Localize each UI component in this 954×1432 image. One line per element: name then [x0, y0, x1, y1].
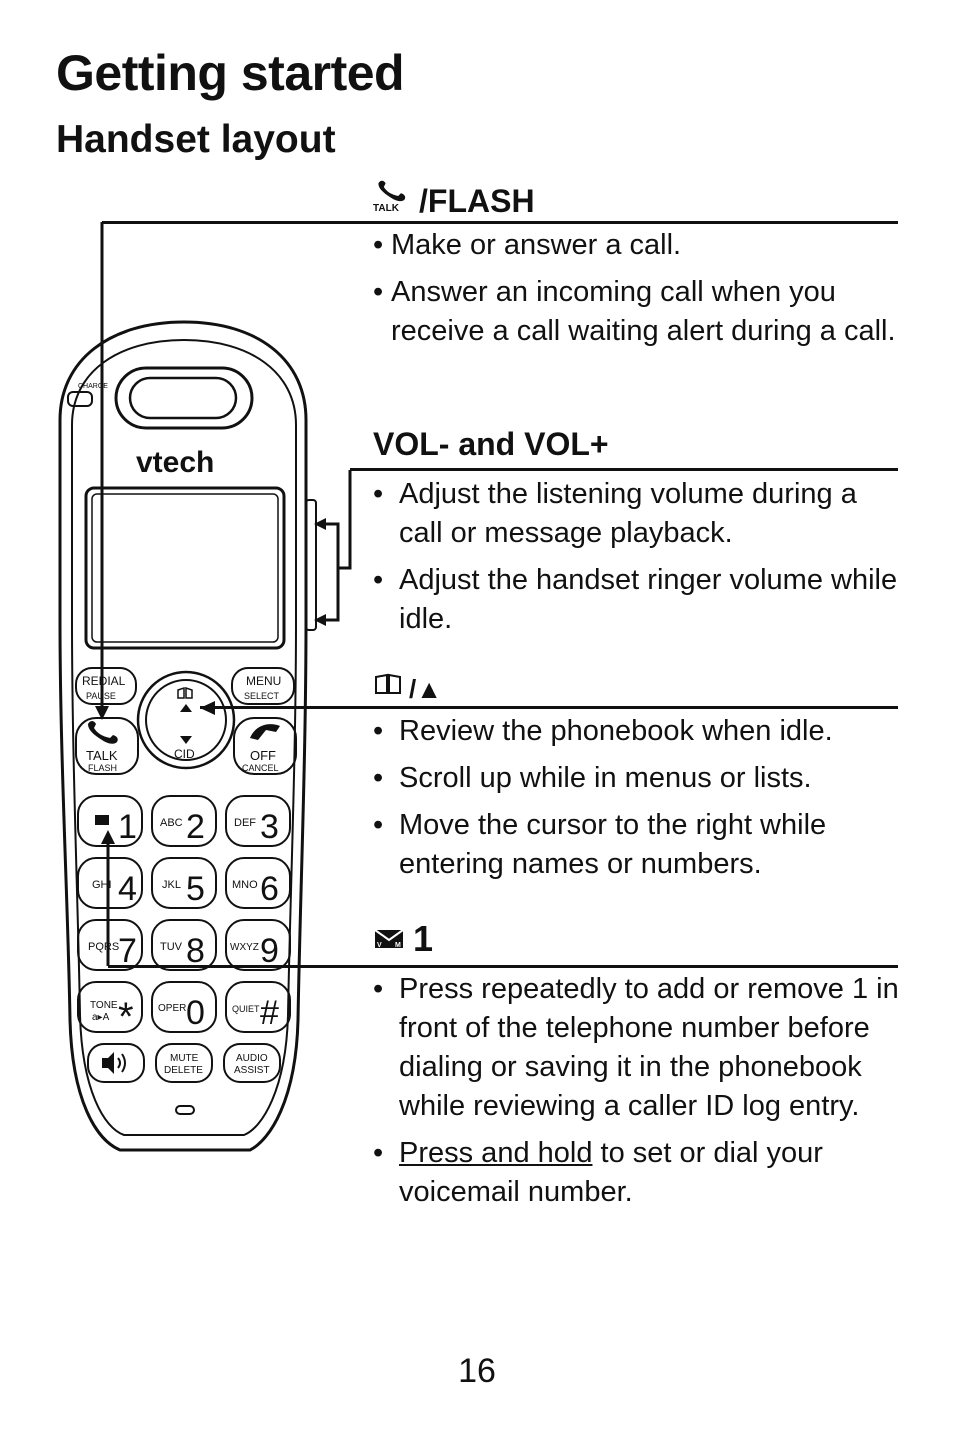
key-8: 8 — [186, 932, 205, 970]
key-3: 3 — [260, 808, 279, 846]
list-item: Adjust the listening volume during a cal… — [373, 475, 903, 553]
key-7: 7 — [118, 932, 137, 970]
assist-label: ASSIST — [234, 1065, 270, 1076]
talk-label: TALK — [86, 748, 118, 763]
key-2: 2 — [186, 808, 205, 846]
key-hash: # — [260, 994, 279, 1032]
list-item: Press repeatedly to add or remove 1 in f… — [373, 970, 903, 1126]
key-6: 6 — [260, 870, 279, 908]
delete-label: DELETE — [164, 1065, 203, 1076]
vol-bullets: Adjust the listening volume during a cal… — [373, 475, 903, 647]
bullet-rest-text: to set or dial your voicemail number. — [399, 1137, 823, 1208]
key-5: 5 — [186, 870, 205, 908]
tone-case-label: a▸A — [92, 1012, 110, 1023]
book-rule — [200, 706, 898, 709]
talk-flash-title: TALK /FLASH — [373, 178, 535, 220]
list-item: Press and hold to set or dial your voice… — [373, 1134, 903, 1212]
voicemail-title: V M 1 — [373, 918, 433, 960]
key-9-letters: WXYZ — [230, 942, 259, 953]
svg-text:M: M — [395, 942, 401, 949]
svg-text:V: V — [377, 942, 382, 949]
talk-phone-icon: TALK — [373, 178, 413, 220]
tone-label: TONE — [90, 1000, 118, 1011]
list-item: Scroll up while in menus or lists. — [373, 759, 903, 798]
list-item: Review the phonebook when idle. — [373, 712, 903, 751]
key-3-letters: DEF — [234, 817, 256, 829]
list-item: Answer an incoming call when you receive… — [373, 273, 903, 351]
cid-label: CID — [174, 747, 195, 761]
charge-label: CHARGE — [78, 383, 108, 390]
voicemail-bullets: Press repeatedly to add or remove 1 in f… — [373, 970, 903, 1220]
key-0: 0 — [186, 994, 205, 1032]
talk-rule — [102, 221, 898, 224]
key-8-letters: TUV — [160, 941, 183, 953]
voicemail-title-text: 1 — [413, 918, 434, 959]
book-bullets: Review the phonebook when idle. Scroll u… — [373, 712, 903, 892]
key-9: 9 — [260, 932, 279, 970]
svg-text:TALK: TALK — [373, 203, 400, 212]
quiet-label: QUIET — [232, 1004, 260, 1014]
vol-title: VOL- and VOL+ — [373, 426, 609, 462]
key-7-letters: PQRS — [88, 941, 119, 953]
key-4: 4 — [118, 870, 137, 908]
audio-label: AUDIO — [236, 1053, 268, 1064]
key-star: * — [118, 995, 134, 1039]
oper-label: OPER — [158, 1003, 186, 1014]
underlined-text: Press and hold — [399, 1137, 593, 1169]
flash-label: FLASH — [88, 763, 117, 773]
talk-flash-title-text: /FLASH — [419, 183, 535, 219]
section-heading: Handset layout — [56, 118, 336, 161]
page-number: 16 — [458, 1352, 496, 1390]
list-item: Make or answer a call. — [373, 226, 903, 265]
select-label: SELECT — [244, 691, 280, 701]
vol-rule — [350, 468, 898, 471]
book-title-text: /▲ — [409, 674, 442, 704]
key-2-letters: ABC — [160, 817, 183, 829]
voicemail-rule — [108, 965, 898, 968]
key-5-letters: JKL — [162, 879, 181, 891]
key-1: 1 — [118, 808, 137, 846]
redial-label: REDIAL — [82, 674, 126, 688]
mute-label: MUTE — [170, 1053, 199, 1064]
key-6-letters: MNO — [232, 879, 258, 891]
list-item: Move the cursor to the right while enter… — [373, 806, 903, 884]
off-label: OFF — [250, 748, 276, 763]
brand-logo: vtech — [136, 446, 214, 479]
page-title: Getting started — [56, 45, 405, 101]
voicemail-icon: V M — [373, 923, 407, 960]
talk-bullets: Make or answer a call. Answer an incomin… — [373, 226, 903, 359]
phonebook-icon — [373, 668, 403, 705]
list-item: Adjust the handset ringer volume while i… — [373, 561, 903, 639]
menu-label: MENU — [246, 674, 281, 688]
cancel-label: CANCEL — [242, 763, 279, 773]
book-title: /▲ — [373, 668, 442, 705]
